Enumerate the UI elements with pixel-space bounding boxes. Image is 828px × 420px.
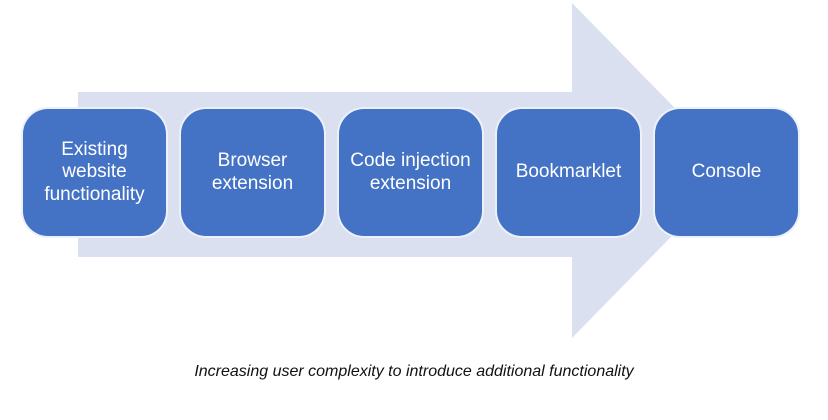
- step-browser-extension: Browser extension: [179, 107, 326, 238]
- step-label: Bookmarklet: [515, 161, 622, 183]
- step-label: Console: [691, 161, 762, 183]
- step-existing-website-functionality: Existing website functionality: [21, 107, 168, 238]
- step-label: Existing website functionality: [44, 138, 145, 205]
- step-code-injection-extension: Code injection extension: [337, 107, 484, 238]
- step-label: Browser extension: [211, 150, 294, 194]
- step-bookmarklet: Bookmarklet: [495, 107, 642, 238]
- step-label: Code injection extension: [350, 150, 471, 194]
- diagram-caption: Increasing user complexity to introduce …: [194, 363, 634, 380]
- step-console: Console: [653, 107, 800, 238]
